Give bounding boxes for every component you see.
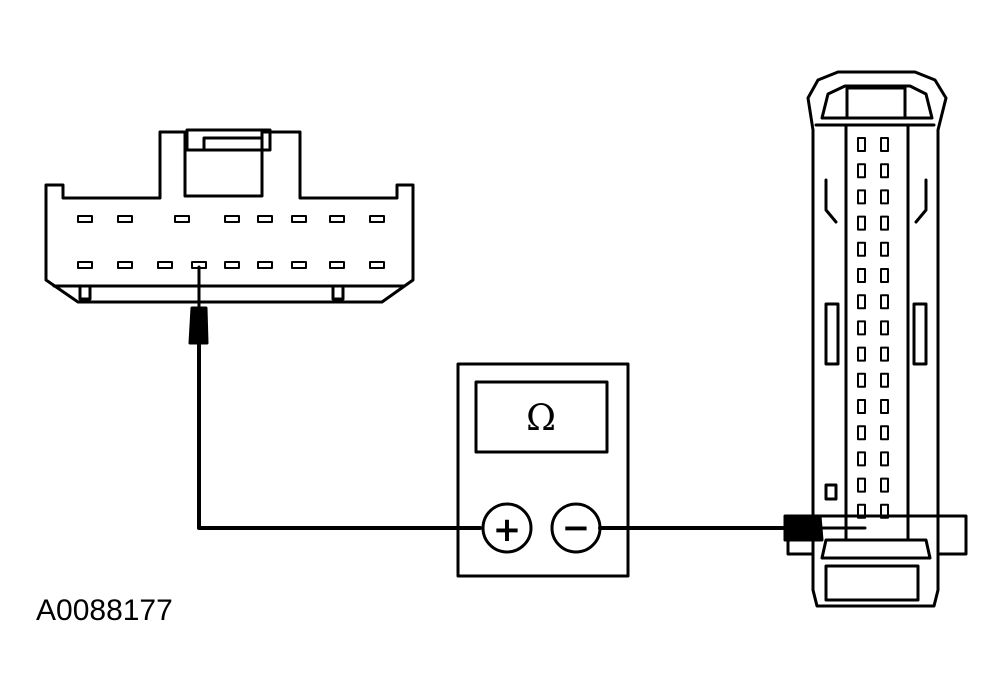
positive-probe-tip — [188, 306, 209, 345]
left-connector-pin — [291, 261, 307, 269]
right-connector-pin — [857, 268, 866, 283]
right-connector-hood — [820, 84, 934, 120]
right-connector-key — [845, 86, 907, 120]
right-connector-pin — [857, 137, 866, 152]
left-connector-bottom-pins — [77, 261, 385, 269]
right-connector-pin — [857, 241, 866, 257]
right-connector-pin — [880, 477, 889, 493]
right-connector-pin — [857, 372, 866, 388]
right-connector-pin — [880, 346, 889, 362]
right-connector-pin — [857, 215, 866, 231]
left-connector-pin — [257, 261, 273, 269]
left-connector-pin — [117, 261, 133, 269]
right-connector-pin — [857, 189, 866, 205]
right-connector-pin — [857, 399, 866, 414]
right-connector-pins — [857, 137, 889, 519]
left-connector-pin — [77, 215, 93, 223]
left-connector-pin — [369, 261, 385, 269]
right-connector — [786, 70, 968, 608]
right-connector-pin — [857, 477, 866, 493]
left-connector-latch — [185, 128, 272, 152]
ohmmeter-body — [456, 362, 630, 578]
left-connector-pin — [329, 215, 345, 223]
left-connector-pin — [291, 215, 307, 223]
positive-terminal — [481, 502, 533, 554]
right-connector-slot-left — [824, 302, 840, 366]
left-connector-pin — [117, 215, 133, 223]
right-connector-pin — [880, 451, 889, 467]
right-connector-bottom-step — [820, 538, 932, 560]
left-connector-pin — [369, 215, 385, 223]
right-connector-pin — [880, 241, 889, 257]
right-connector-pin — [857, 503, 866, 519]
right-connector-tab — [824, 483, 838, 501]
left-connector-body — [44, 130, 415, 304]
right-connector-pin — [880, 163, 889, 179]
left-connector — [44, 128, 415, 304]
ohmmeter-display — [474, 380, 609, 454]
negative-terminal-label: − — [562, 508, 591, 548]
right-connector-pin — [880, 503, 889, 519]
right-connector-pin — [857, 294, 866, 310]
right-connector-pin — [880, 137, 889, 152]
right-connector-pin — [880, 189, 889, 205]
right-connector-pin — [857, 451, 866, 467]
left-connector-pin — [224, 215, 240, 223]
right-connector-bottom-key — [824, 564, 920, 602]
right-connector-outer — [806, 70, 948, 608]
left-connector-foot-left — [78, 284, 92, 301]
right-connector-pin — [857, 320, 866, 336]
positive-terminal-label: + — [493, 510, 522, 550]
right-connector-pin — [880, 425, 889, 441]
left-connector-pin — [157, 261, 173, 269]
right-connector-pin — [880, 215, 889, 231]
positive-probe — [188, 265, 209, 345]
left-connector-pin — [174, 215, 190, 223]
ohm-symbol: Ω — [526, 398, 556, 439]
right-connector-flange — [786, 514, 968, 556]
left-connector-foot-right — [331, 284, 345, 301]
right-connector-pin — [880, 320, 889, 336]
right-connector-pin — [880, 294, 889, 310]
negative-probe-tip — [783, 514, 824, 542]
left-connector-pin — [329, 261, 345, 269]
positive-test-lead — [197, 341, 482, 530]
right-connector-pin — [880, 268, 889, 283]
right-connector-pin — [857, 346, 866, 362]
left-connector-pin — [257, 215, 273, 223]
figure-reference-id: A0088177 — [36, 594, 173, 627]
right-connector-pin — [880, 399, 889, 414]
ohmmeter: Ω + − — [456, 362, 630, 578]
left-connector-pin — [224, 261, 240, 269]
right-connector-slot-right — [912, 302, 928, 366]
right-connector-rib-right — [914, 178, 928, 224]
negative-probe — [783, 514, 867, 542]
left-connector-top-pins — [77, 215, 385, 223]
left-connector-pin — [77, 261, 93, 269]
right-connector-pin — [880, 372, 889, 388]
right-connector-pin — [857, 163, 866, 179]
right-connector-pin — [857, 425, 866, 441]
right-connector-rib-left — [824, 178, 838, 224]
